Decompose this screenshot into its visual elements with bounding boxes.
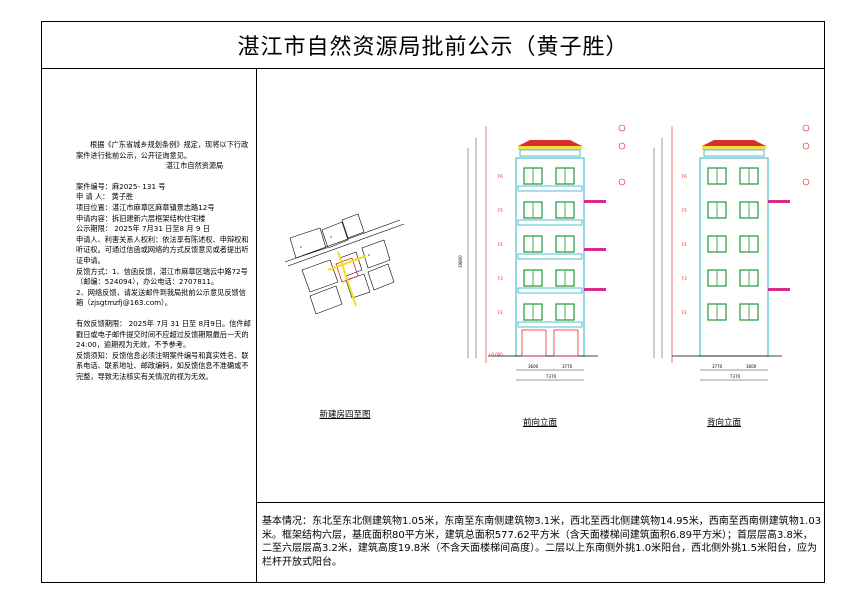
application-content: 申请内容：拆旧建新六层框架结构住宅楼: [76, 213, 206, 223]
total-height-label: 19800: [458, 255, 463, 268]
floor-label: F3: [498, 276, 503, 281]
feedback-channels: 反馈方式：1、信函反馈，湛江市麻章区瑞云中路72号（邮编：524094），办公电…: [76, 266, 248, 287]
notice-issuer: 湛江市自然资源局: [165, 161, 224, 171]
divider: [256, 502, 257, 583]
notice-frame: [41, 21, 825, 583]
svg-text:0: 0: [300, 245, 302, 249]
floor-label: F5: [498, 208, 503, 213]
balcony-railing: [517, 185, 583, 192]
divider: [256, 502, 825, 503]
project-location: 项目位置：湛江市麻章区麻章镇景志路12号: [76, 202, 215, 212]
floor-label: F4: [498, 242, 503, 247]
feedback-email[interactable]: 2、网络反馈，请发送邮件到我局批前公示意见反馈信箱（zjsgtmzfj@163.…: [76, 287, 246, 308]
floor-label: F2: [682, 310, 687, 315]
rights-text: 申请人、利害关系人权利：依法享有陈述权、申辩权和听证权。可通过信函或网络的方式反…: [76, 234, 249, 265]
floor-label: F2: [498, 310, 503, 315]
floor-label: F3: [682, 276, 687, 281]
floor-label: F5: [682, 208, 687, 213]
ground-label: ±0.000: [488, 352, 503, 357]
svg-text:0: 0: [330, 235, 332, 239]
case-number: 案件编号：麻2025- 131 号: [76, 181, 166, 191]
front-elevation-caption: 前向立面: [522, 418, 557, 428]
feedback-instructions: 反馈须知：反馈信息必须注明案件编号和真实姓名、联系电话、联系地址、邮政编码，如反…: [76, 350, 249, 381]
dim-total: 7370: [730, 374, 741, 379]
balcony-railing: [517, 253, 583, 260]
page-title: 湛江市自然资源局批前公示（黄子胜）: [41, 21, 825, 69]
feedback-deadline: 有效反馈期限： 2025年 7月 31 日至 8月9日。信件邮戳日或电子邮件提交…: [76, 318, 251, 350]
site-plan-caption: 新建房四至图: [319, 410, 371, 420]
floor-label: F6: [682, 174, 687, 179]
balcony-railing: [517, 287, 583, 294]
floor-label: F4: [682, 242, 687, 247]
balcony-railing: [517, 321, 583, 328]
balcony-railing: [517, 219, 583, 226]
back-elevation-caption: 背向立面: [706, 418, 741, 428]
floor-label: F6: [498, 174, 503, 179]
notice-intro: 根据《广东省城乡规划条例》规定，现将以下行政案件进行批前公示，公开征询意见。: [76, 140, 249, 160]
divider: [256, 69, 257, 502]
publicity-period: 公示期限： 2025年 7月31 日至8 月 9 日: [76, 224, 210, 234]
site-plan-drawing: 0 0 0: [284, 213, 405, 315]
notice-text: 根据《广东省城乡规划条例》规定，现将以下行政案件进行批前公示，公开征询意见。 湛…: [76, 140, 253, 382]
dim-right: 3600: [746, 364, 757, 369]
basic-info: 基本情况：东北至东北侧建筑物1.05米，东南至东南侧建筑物3.1米，西北至西北侧…: [262, 516, 822, 568]
svg-text:0: 0: [368, 253, 370, 257]
dim-right: 3770: [562, 364, 573, 369]
applicant: 申 请 人： 黄子胜: [76, 192, 134, 202]
dim-left: 3600: [528, 364, 539, 369]
dim-left: 3770: [712, 364, 723, 369]
dim-total: 7370: [546, 374, 557, 379]
